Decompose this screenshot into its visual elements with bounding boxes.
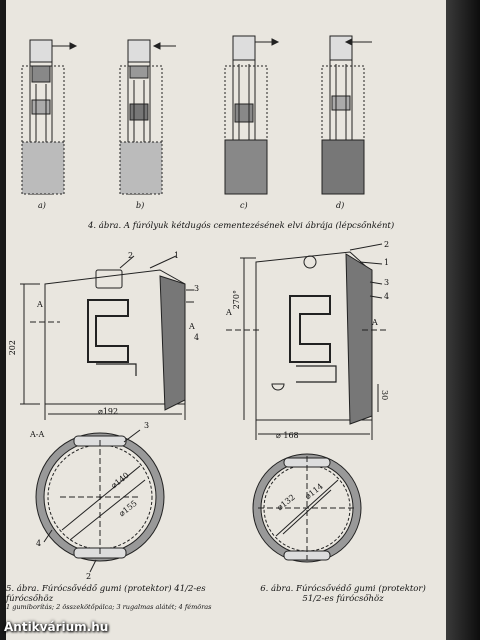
- fig6-callout-4: 4: [384, 292, 390, 301]
- fig5-callout-2: 2: [128, 251, 134, 260]
- borehole-a: [21, 39, 78, 195]
- fig5-section-callout-4: 4: [36, 539, 42, 548]
- fig5-section-mark-left: A: [37, 300, 43, 309]
- page-edge-shadow: [446, 0, 480, 640]
- fig4-label-c: c): [240, 201, 248, 210]
- fig6-dim-30: 30: [380, 390, 389, 401]
- fig6-dim-height: 270°: [232, 290, 241, 310]
- borehole-c: [224, 35, 280, 195]
- fig5-caption-title: 5. ábra. Fúrócsővédő gumi (protektor) 41…: [6, 584, 206, 605]
- fig6-caption: 6. ábra. Fúrócsővédő gumi (protektor) 51…: [260, 584, 426, 605]
- fig5-callout-3: 3: [194, 284, 200, 293]
- fig5-callout-1: 1: [174, 251, 180, 260]
- fig6-section-mark-right: A: [372, 318, 378, 327]
- fig4-caption: 4. ábra. A fúrólyuk kétdugós cementezésé…: [88, 221, 395, 231]
- borehole-d: [321, 35, 372, 195]
- fig5-section-callout-2: 2: [86, 572, 92, 581]
- fig5-section-label: A-A: [30, 430, 45, 439]
- fig5-section-callout-3: 3: [144, 421, 150, 430]
- fig4-label-b: b): [136, 201, 145, 210]
- fig6-dim-diameter: ⌀ 168: [276, 431, 299, 440]
- fig6-section-mark-left: A: [226, 308, 232, 317]
- fig5-caption: 5. ábra. Fúrócsővédő gumi (protektor) 41…: [6, 584, 236, 612]
- borehole-b: [119, 39, 176, 195]
- watermark: Antikvárium.hu: [4, 620, 109, 634]
- fig6-callout-1: 1: [384, 258, 390, 267]
- fig5-dim-diameter: ⌀192: [98, 407, 119, 416]
- fig6-callout-3: 3: [384, 278, 390, 287]
- fig4-label-d: d): [336, 201, 345, 210]
- fig4-label-a: a): [38, 201, 46, 210]
- fig5-legend: 1 gumiborítás; 2 összekötőpálca; 3 rugal…: [6, 603, 212, 612]
- fig5-section-mark-right: A: [189, 322, 195, 331]
- fig5-callout-4: 4: [194, 333, 200, 342]
- fig6-callout-2: 2: [384, 240, 390, 249]
